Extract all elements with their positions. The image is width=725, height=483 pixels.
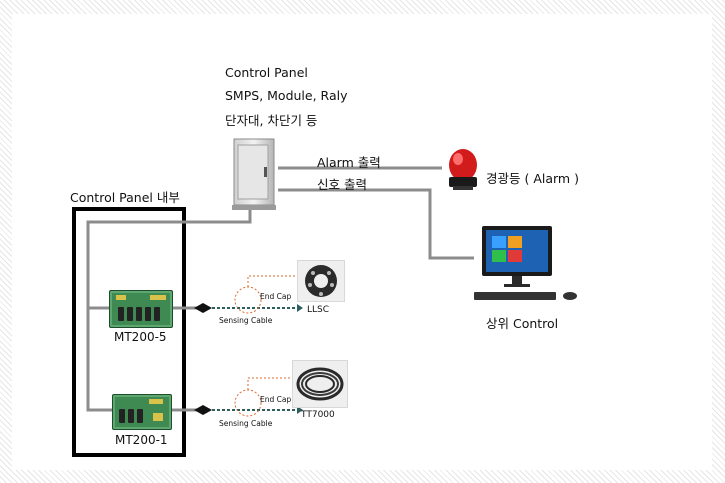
- end-cap-link-1: [247, 275, 302, 287]
- connector-diamond-1: [194, 303, 212, 313]
- control-cabinet-image: [232, 138, 276, 210]
- end-cap-circle-2: [234, 389, 262, 417]
- wire-cabinet-to-modules: [86, 210, 252, 412]
- module-name-2: MT200-1: [115, 433, 168, 447]
- beacon-label: 경광등 ( Alarm ): [486, 171, 579, 186]
- alarm-beacon-image: [449, 149, 477, 190]
- cable-arrow-1: [297, 304, 303, 312]
- control-panel-interior-frame: [72, 207, 186, 457]
- module-board-mt200-5: [109, 290, 173, 328]
- wire-signal-output: [278, 188, 474, 260]
- cabinet-title: Control Panel: [225, 65, 308, 80]
- sensor-photo-llsc: [297, 260, 345, 302]
- module-board-mt200-1: [112, 394, 172, 430]
- signal-output-label: 신호 출력: [317, 177, 367, 192]
- sensing-cable-label-1: Sensing Cable: [219, 316, 273, 325]
- cable-arrow-2: [297, 406, 303, 414]
- end-cap-link-2: [247, 377, 302, 390]
- cabinet-components: SMPS, Module, Raly: [225, 88, 348, 103]
- end-cap-circle-1: [234, 286, 262, 314]
- sensor-label-llsc: LLSC: [307, 305, 330, 315]
- sensor-photo-tt7000: [292, 360, 348, 408]
- monitor-label: 상위 Control: [486, 316, 559, 331]
- alarm-output-label: Alarm 출력: [317, 155, 381, 170]
- end-cap-label-1: End Cap: [260, 292, 292, 301]
- panel-interior-label: Control Panel 내부: [70, 190, 180, 205]
- module-name-1: MT200-5: [114, 330, 167, 344]
- sensor-label-tt7000: TT7000: [301, 410, 335, 420]
- sensing-cable-label-2: Sensing Cable: [219, 419, 273, 428]
- cabinet-components-kr: 단자대, 차단기 등: [225, 113, 318, 128]
- connector-diamond-2: [194, 405, 212, 415]
- end-cap-label-2: End Cap: [260, 395, 292, 404]
- monitor-image: [474, 226, 577, 300]
